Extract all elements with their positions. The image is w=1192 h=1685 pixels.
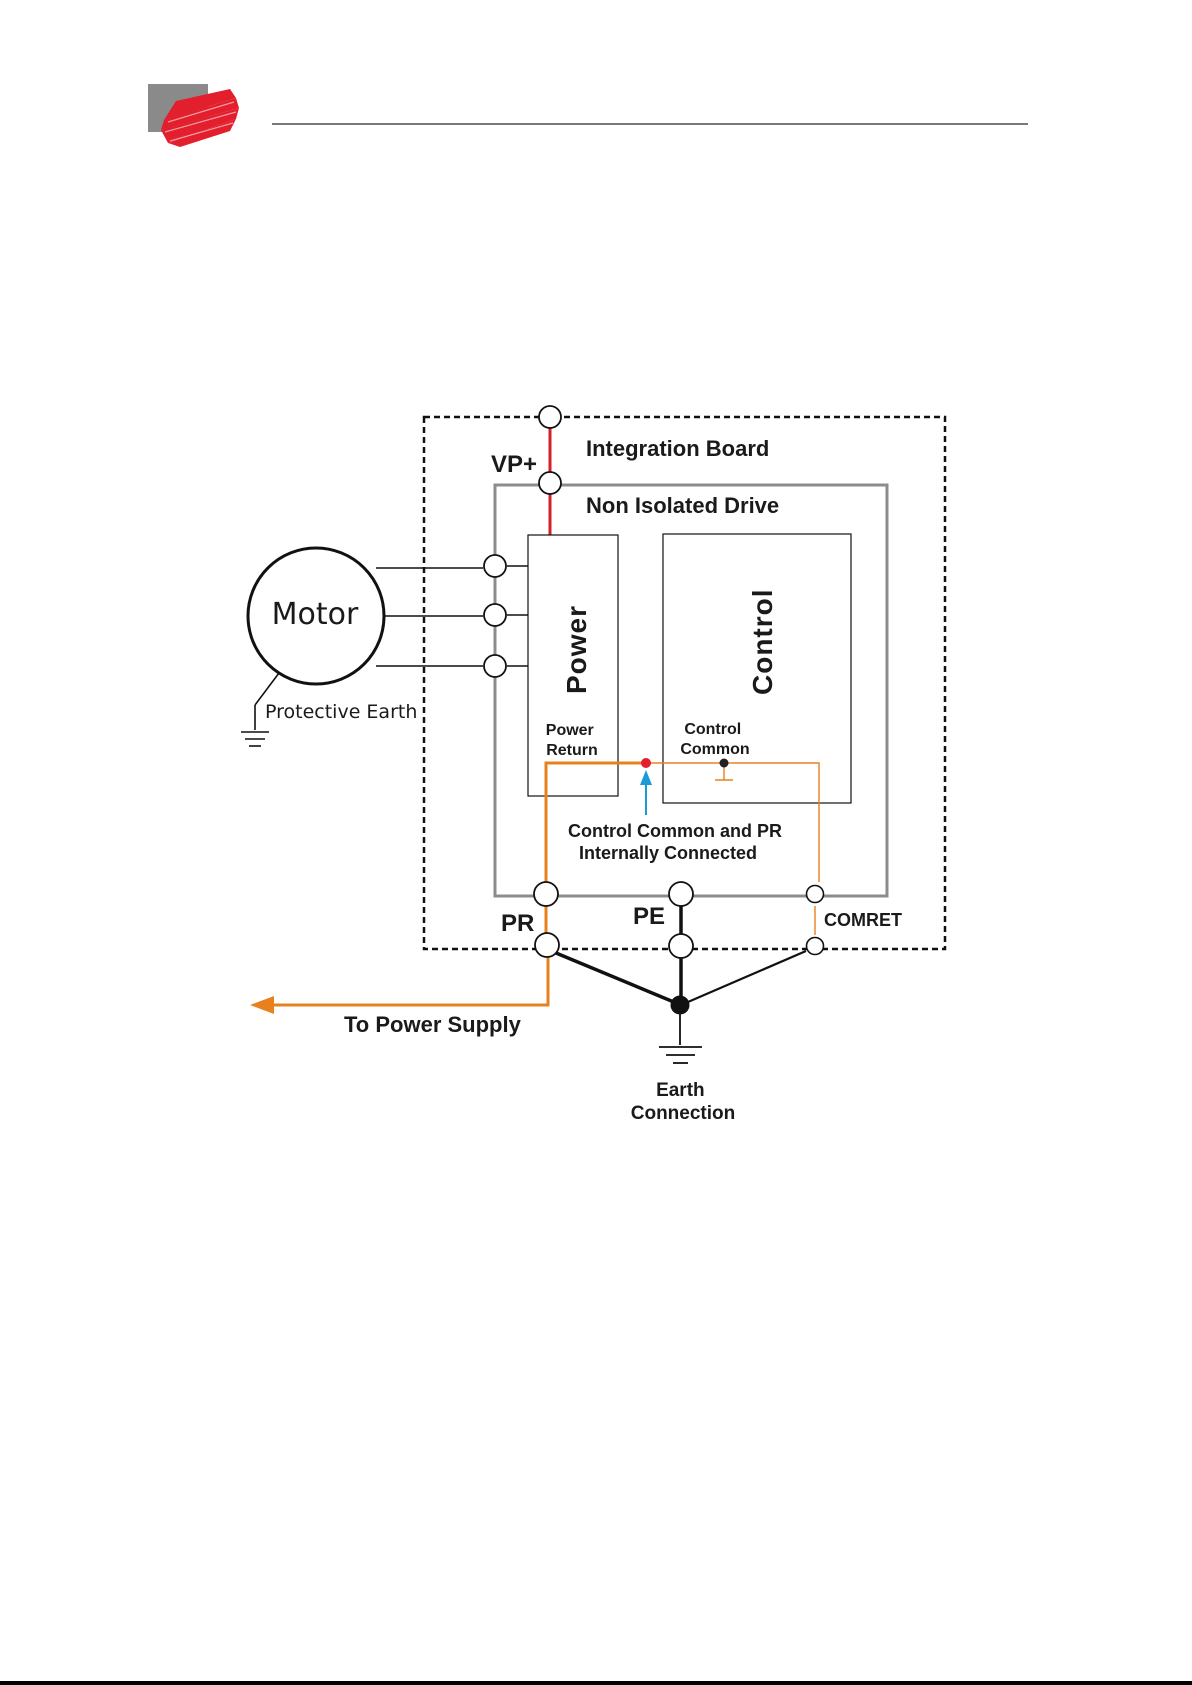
internal-connection-node	[641, 758, 651, 768]
earth-ground-icon	[659, 1014, 702, 1063]
comret-board-terminal	[807, 938, 824, 955]
pe-label: PE	[633, 903, 665, 930]
vp-drive-terminal	[539, 472, 561, 494]
internal-connection-arrow-head	[640, 770, 652, 785]
motor-label: Motor	[272, 597, 359, 632]
comret-label: COMRET	[824, 910, 902, 930]
motor-terminal-1	[484, 555, 506, 577]
protective-earth-label: Protective Earth	[265, 701, 417, 723]
vp-board-terminal	[539, 406, 561, 428]
comret-earth-wire	[681, 951, 806, 1005]
pr-drive-terminal	[534, 882, 558, 906]
motor-terminal-3	[484, 655, 506, 677]
comret-drive-terminal	[807, 886, 824, 903]
pe-board-terminal	[669, 934, 693, 958]
control-common-node	[720, 759, 729, 768]
control-block-label: Control	[747, 588, 778, 695]
earth-star-node	[671, 996, 690, 1015]
page-footer-rule	[0, 1681, 1192, 1685]
vp-label: VP+	[491, 451, 537, 478]
to-power-supply-label: To Power Supply	[344, 1012, 522, 1037]
power-supply-arrow-head	[250, 996, 274, 1014]
pe-drive-terminal	[669, 882, 693, 906]
pr-earth-wire	[556, 953, 681, 1005]
drive-label: Non Isolated Drive	[586, 493, 779, 518]
motor-terminal-2	[484, 604, 506, 626]
integration-board-label: Integration Board	[586, 436, 769, 461]
internal-connection-note: Control Common and PR Internally Connect…	[568, 821, 787, 863]
earth-connection-label: Earth Connection	[631, 1080, 736, 1124]
pr-board-terminal	[535, 933, 559, 957]
pr-label: PR	[501, 910, 534, 937]
power-block-label: Power	[561, 605, 592, 694]
